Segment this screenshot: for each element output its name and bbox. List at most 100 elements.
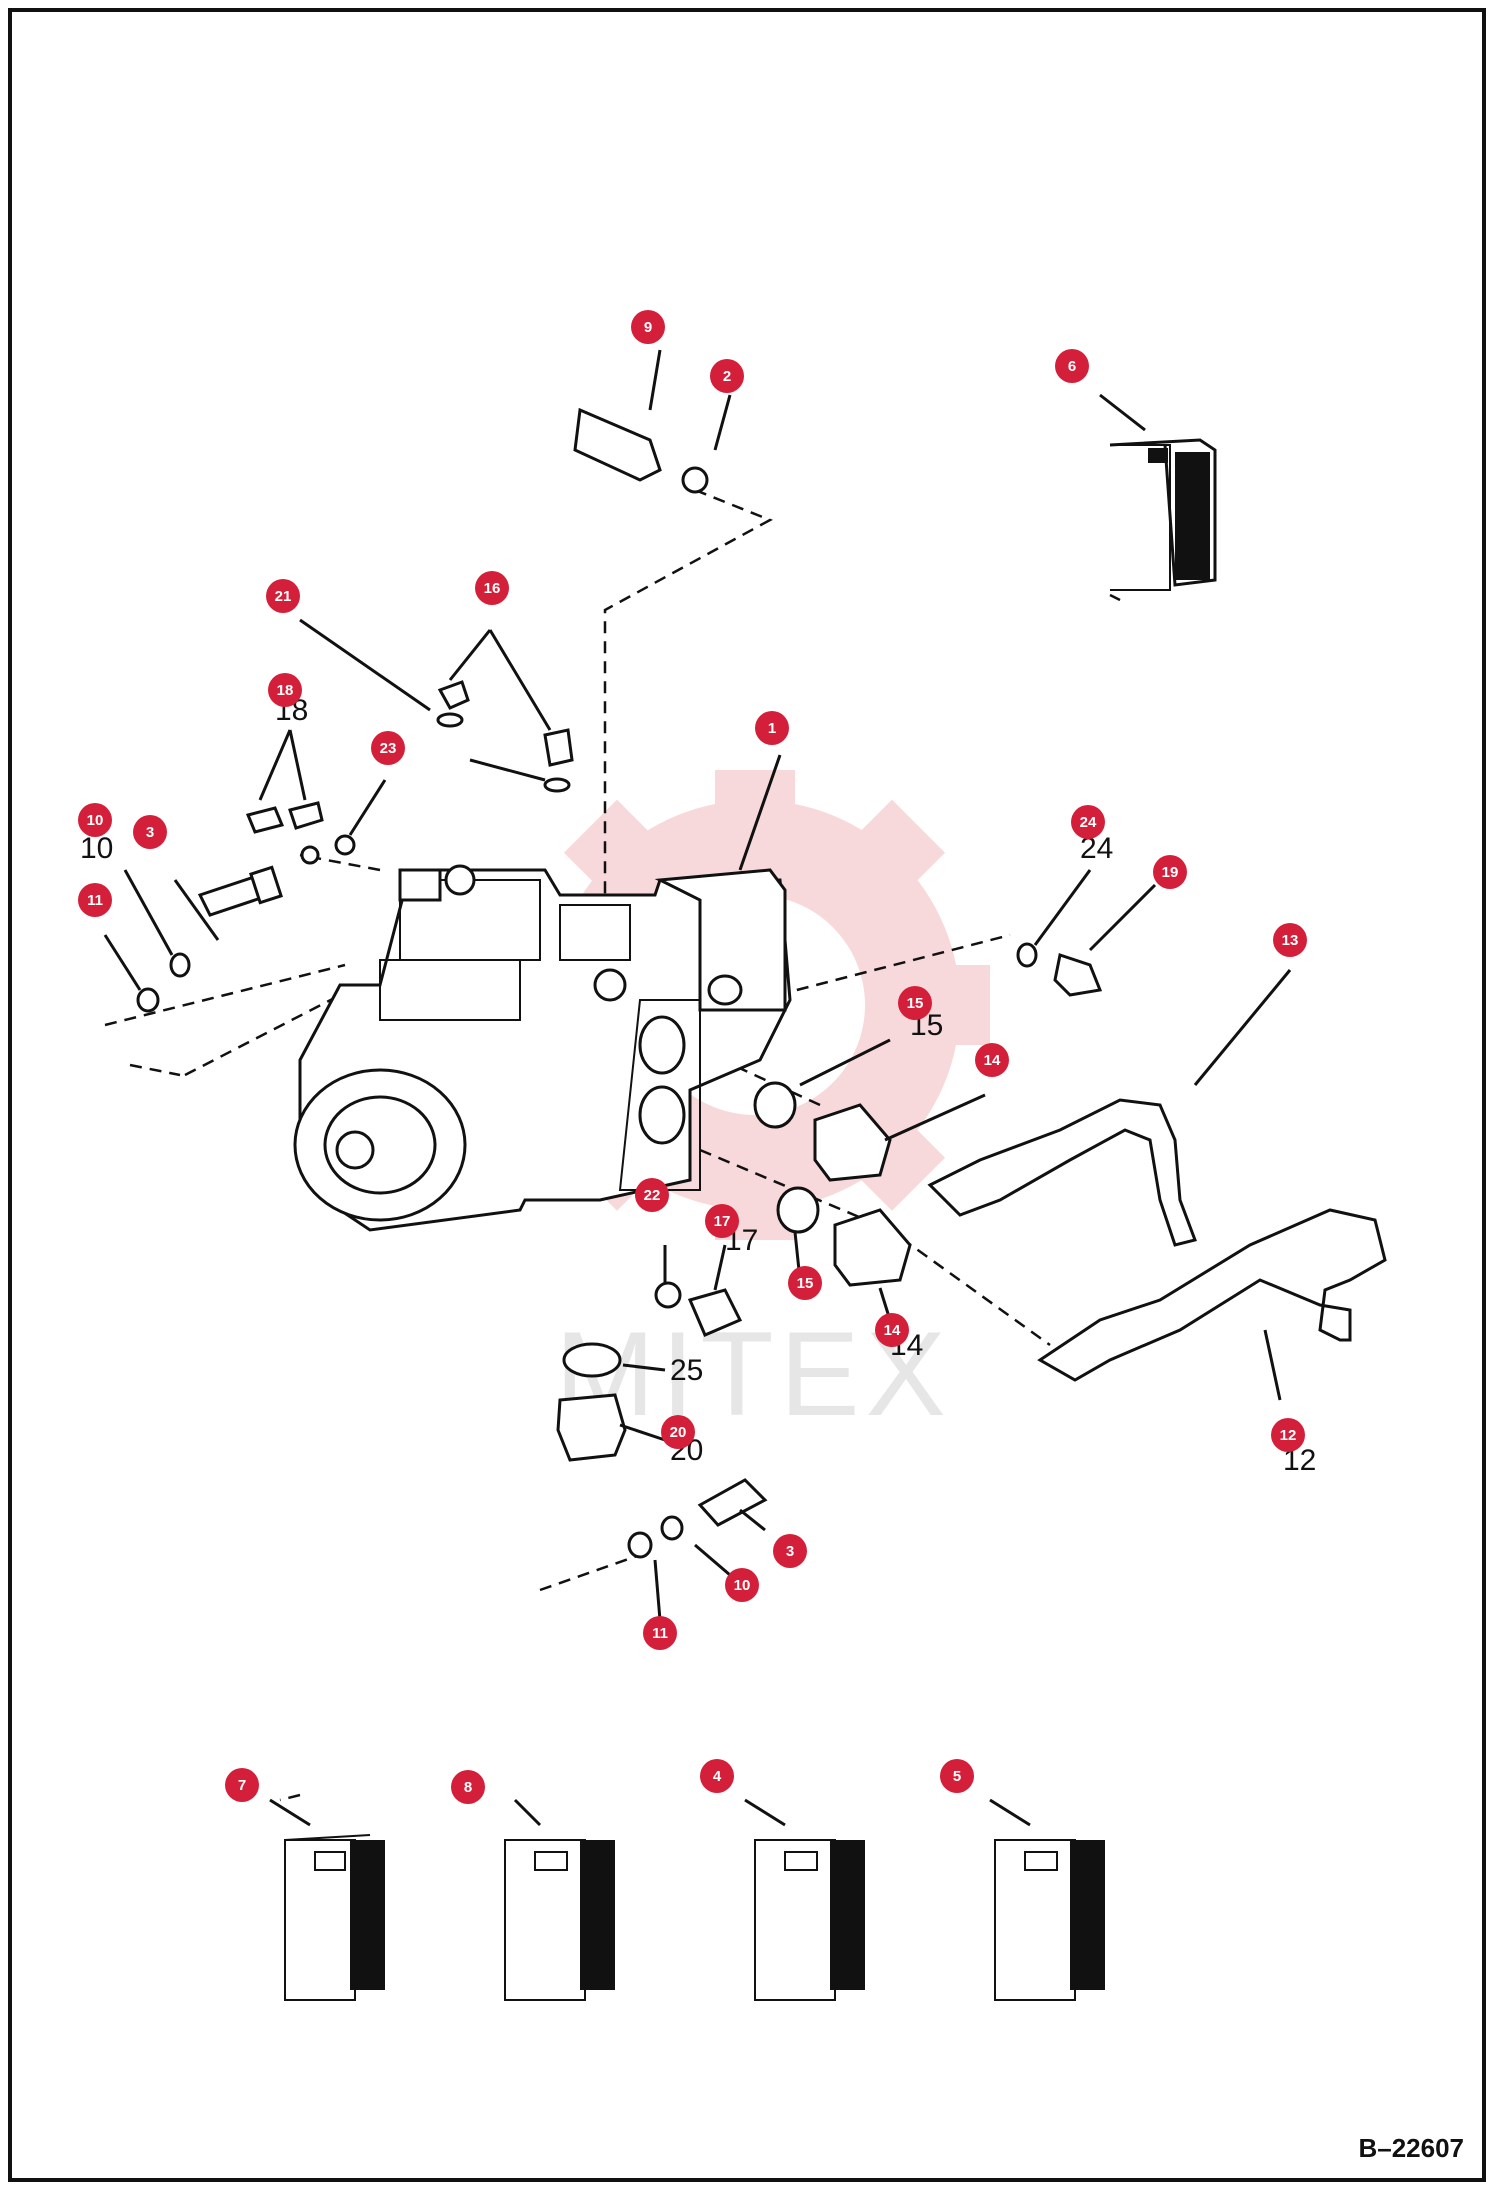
callout-number: 24 xyxy=(1080,814,1097,831)
callout-11: 11 xyxy=(643,1616,677,1650)
callout-4: 4 xyxy=(700,1759,734,1793)
callout-circle xyxy=(225,1768,259,1802)
callout-circle xyxy=(78,883,112,917)
callout-number: 14 xyxy=(884,1322,901,1339)
callout-number: 18 xyxy=(277,682,294,699)
callout-circle xyxy=(451,1770,485,1804)
callout-circle xyxy=(78,803,112,837)
callout-number: 23 xyxy=(380,740,397,757)
callout-circle xyxy=(710,359,744,393)
callout-number: 7 xyxy=(238,1777,246,1794)
callout-8: 8 xyxy=(451,1770,485,1804)
decal-8 xyxy=(504,1839,615,2001)
decal-4 xyxy=(754,1839,865,2001)
callout-6: 6 xyxy=(1055,349,1089,383)
callout-5: 5 xyxy=(940,1759,974,1793)
callout-circle xyxy=(266,579,300,613)
callout-number: 20 xyxy=(670,1424,687,1441)
callout-number: 21 xyxy=(275,588,292,605)
callout-23: 23 xyxy=(371,731,405,765)
label-10: 10 xyxy=(80,832,113,865)
callout-circle xyxy=(661,1415,695,1449)
callout-circle xyxy=(268,673,302,707)
callout-circle xyxy=(371,731,405,765)
callout-24: 24 xyxy=(1071,805,1105,839)
callout-14: 14 xyxy=(975,1043,1009,1077)
callout-12: 12 xyxy=(1271,1418,1305,1452)
callout-circle xyxy=(475,571,509,605)
callout-11: 11 xyxy=(78,883,112,917)
callout-circle xyxy=(705,1204,739,1238)
callout-number: 14 xyxy=(984,1052,1001,1069)
callout-13: 13 xyxy=(1273,923,1307,957)
callout-number: 4 xyxy=(713,1768,722,1785)
callout-circle xyxy=(643,1616,677,1650)
callout-number: 19 xyxy=(1162,864,1179,881)
hoses xyxy=(927,1098,1387,1382)
hydraulic-pump-assembly xyxy=(293,864,792,1232)
callout-circle xyxy=(1055,349,1089,383)
callout-number: 13 xyxy=(1282,932,1299,949)
callout-circle xyxy=(1153,855,1187,889)
callout-circle xyxy=(898,986,932,1020)
callout-circle xyxy=(755,711,789,745)
callout-circle xyxy=(631,310,665,344)
callout-number: 6 xyxy=(1068,358,1076,375)
label-25: 25 xyxy=(670,1354,703,1387)
callout-2: 2 xyxy=(710,359,744,393)
callout-9: 9 xyxy=(631,310,665,344)
callout-3: 3 xyxy=(773,1534,807,1568)
decal-7 xyxy=(284,1834,385,2001)
callout-number: 8 xyxy=(464,1779,472,1796)
callout-number: 16 xyxy=(484,580,501,597)
callout-circle xyxy=(725,1568,759,1602)
callout-number: 11 xyxy=(87,892,103,909)
callout-circle xyxy=(1071,805,1105,839)
callout-number: 1 xyxy=(768,720,776,737)
callout-18: 18 xyxy=(268,673,302,707)
callout-15: 15 xyxy=(788,1266,822,1300)
callout-circle xyxy=(788,1266,822,1300)
callout-number: 22 xyxy=(644,1187,661,1204)
callout-number: 15 xyxy=(907,995,924,1012)
callout-number: 2 xyxy=(723,368,731,385)
fittings xyxy=(136,407,1103,1559)
callout-20: 20 xyxy=(661,1415,695,1449)
decal-5 xyxy=(994,1839,1105,2001)
callout-circle xyxy=(773,1534,807,1568)
callout-19: 19 xyxy=(1153,855,1187,889)
callout-number: 3 xyxy=(786,1543,794,1560)
callout-number: 10 xyxy=(734,1577,751,1594)
callout-15: 15 xyxy=(898,986,932,1020)
callout-circle xyxy=(1273,923,1307,957)
callout-number: 11 xyxy=(652,1625,668,1642)
drawing-number: B–22607 xyxy=(1358,2133,1464,2163)
callout-number: 10 xyxy=(87,812,104,829)
callout-circle xyxy=(940,1759,974,1793)
callout-3: 3 xyxy=(133,815,167,849)
callout-circle xyxy=(875,1313,909,1347)
callout-number: 17 xyxy=(714,1213,731,1230)
callout-17: 17 xyxy=(705,1204,739,1238)
callout-22: 22 xyxy=(635,1178,669,1212)
callout-7: 7 xyxy=(225,1768,259,1802)
callout-circle xyxy=(635,1178,669,1212)
callout-circle xyxy=(975,1043,1009,1077)
callout-number: 3 xyxy=(146,824,154,841)
callout-1: 1 xyxy=(755,711,789,745)
callout-number: 9 xyxy=(644,319,652,336)
callout-number: 5 xyxy=(953,1768,961,1785)
callout-16: 16 xyxy=(475,571,509,605)
callout-10: 10 xyxy=(725,1568,759,1602)
callout-circle xyxy=(700,1759,734,1793)
leader-lines xyxy=(103,349,1292,1827)
callout-number: 15 xyxy=(797,1275,814,1292)
callout-circle xyxy=(133,815,167,849)
callout-circle xyxy=(1271,1418,1305,1452)
callout-10: 10 xyxy=(78,803,112,837)
decal-6 xyxy=(1109,438,1217,591)
drawing-frame xyxy=(8,8,1486,2182)
callout-number: 12 xyxy=(1280,1427,1297,1444)
